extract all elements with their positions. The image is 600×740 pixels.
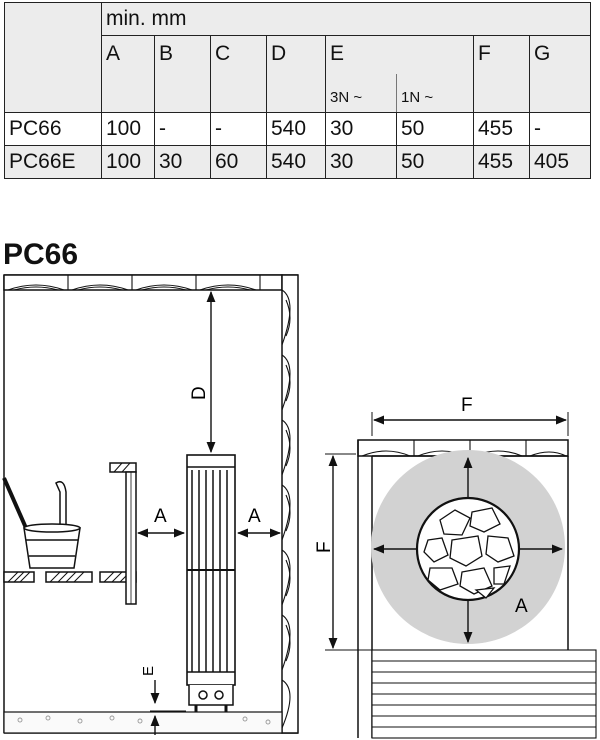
row-value-cell: 540 <box>266 112 326 146</box>
right-wall-logs <box>281 289 291 729</box>
stones-icon <box>415 496 521 602</box>
floor-pebbles <box>17 715 271 725</box>
row-value-cell: - <box>210 112 267 146</box>
table-row: PC66 100 - - 540 30 50 455 - <box>4 112 591 146</box>
heater-icon <box>186 454 236 712</box>
row-value-cell: 30 <box>325 112 397 146</box>
table-header-row: min. mm <box>4 2 591 113</box>
unit-header: min. mm <box>101 2 591 36</box>
table-row: PC66E 100 30 60 540 30 50 455 405 <box>4 145 591 179</box>
row-value-cell: 455 <box>473 112 530 146</box>
col-e-header: E <box>325 35 474 74</box>
col-a-header: A <box>101 35 155 113</box>
dimension-arrows-side <box>136 290 282 735</box>
column-letter-row: A B C D E F G <box>5 35 591 113</box>
side-view <box>2 274 299 734</box>
row-value-cell: 100 <box>101 145 155 179</box>
e-3n-subheader: 3N ~ <box>325 74 397 113</box>
row-model-cell: PC66 <box>4 112 102 146</box>
dimension-arrows-top <box>325 412 569 651</box>
row-value-cell: 30 <box>154 145 211 179</box>
dimensions-table: min. mm A B C D E F G 3N ~ 1N ~ PC66 100… <box>4 2 591 179</box>
e-subheader-row: 3N ~ 1N ~ <box>5 74 591 113</box>
dimension-label-a-zone: A <box>515 596 528 617</box>
figure-title: PC66 <box>3 238 79 271</box>
row-model-cell: PC66E <box>4 145 102 179</box>
model-header-cell <box>4 2 102 113</box>
e-1n-subheader: 1N ~ <box>396 74 474 113</box>
row-value-cell: 540 <box>266 145 326 179</box>
col-f-header: F <box>473 35 530 113</box>
dimension-label-f-top: F <box>461 395 473 416</box>
dimension-label-a-left: A <box>154 506 167 527</box>
dimension-label-a-right: A <box>248 506 261 527</box>
dimension-label-d: D <box>189 386 210 400</box>
row-value-cell: 405 <box>529 145 591 179</box>
bucket-icon <box>2 477 81 569</box>
row-value-cell: 30 <box>325 145 397 179</box>
ceiling-boards <box>7 275 261 291</box>
row-value-cell: 50 <box>396 112 474 146</box>
bench-planks <box>371 649 597 739</box>
col-g-header: G <box>529 35 591 113</box>
dimension-label-e: E <box>140 666 157 676</box>
row-value-cell: 60 <box>210 145 267 179</box>
row-value-cell: 455 <box>473 145 530 179</box>
dimension-label-f-side: F <box>314 541 335 553</box>
top-view <box>357 439 597 739</box>
row-value-cell: 50 <box>396 145 474 179</box>
